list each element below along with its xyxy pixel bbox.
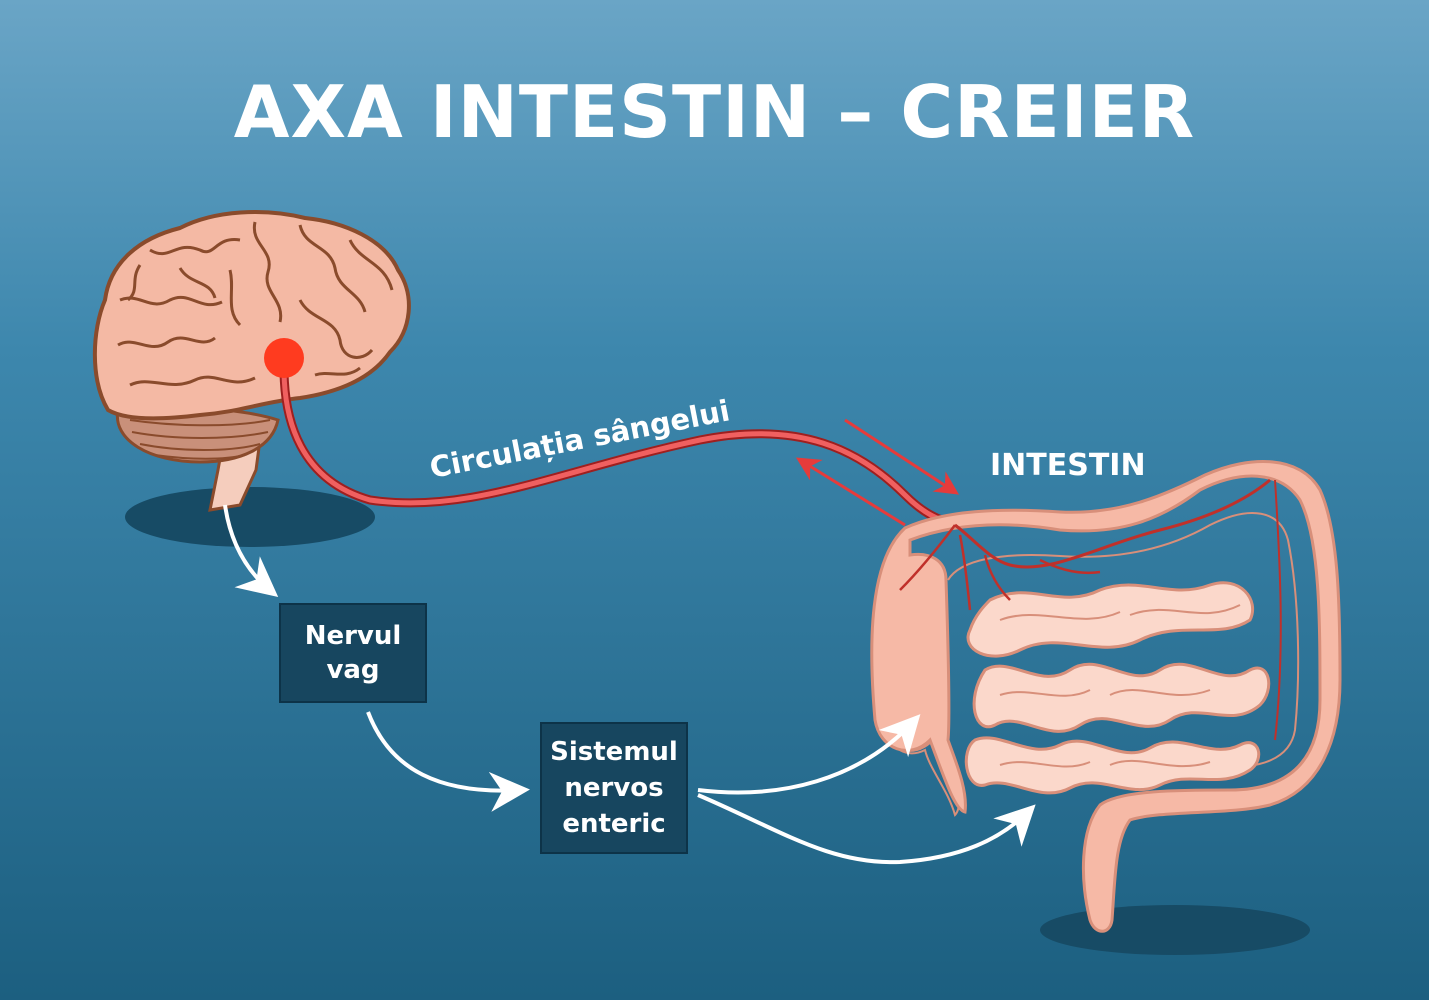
vagus-nerve-label: Nervul vag	[304, 621, 402, 685]
enteric-nervous-system-label: Sistemul nervos enteric	[550, 737, 678, 839]
page-title: AXA INTESTIN – CREIER	[233, 70, 1196, 154]
enteric-nervous-system-box: Sistemul nervos enteric	[540, 722, 688, 854]
red-arrow-out	[795, 457, 906, 527]
arrow-vagus-to-ens	[366, 711, 530, 812]
intestine-label: INTESTIN	[990, 448, 1146, 483]
arrow-ens-to-small-intestine	[697, 793, 1036, 865]
arrow-brain-to-vagus	[223, 504, 279, 598]
arrow-ens-to-colon	[697, 714, 921, 795]
intestine-shadow	[1040, 905, 1310, 955]
intestine-illustration	[870, 460, 1342, 933]
brain-shadow	[125, 487, 375, 547]
brain-illustration	[92, 210, 411, 512]
brain-node	[264, 338, 304, 378]
red-arrow-in	[844, 418, 960, 495]
vagus-nerve-box: Nervul vag	[279, 603, 427, 703]
